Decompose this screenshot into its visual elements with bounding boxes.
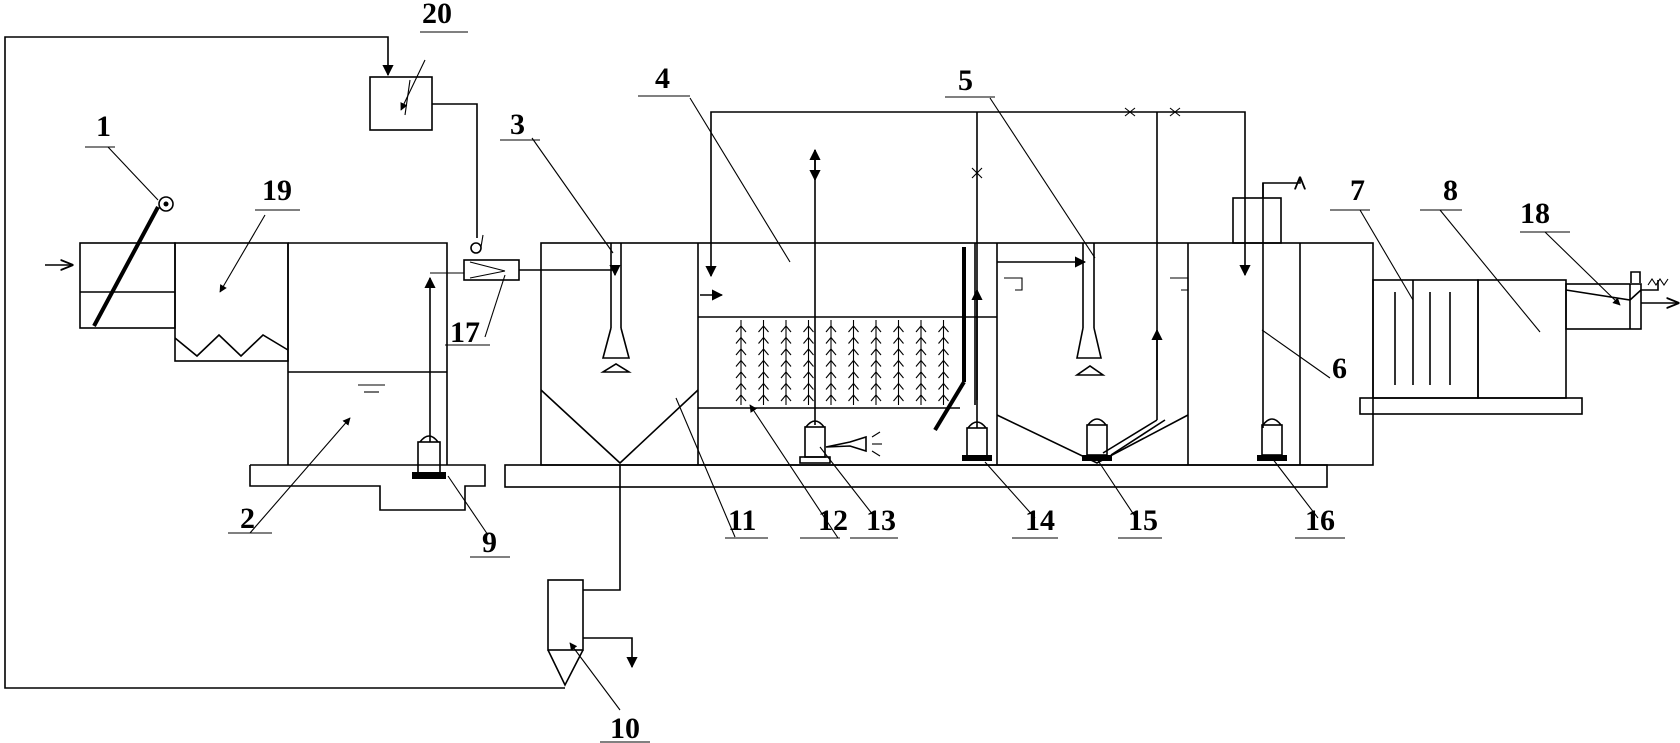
media-string <box>870 320 882 405</box>
pump-15: 15 <box>1082 107 1181 539</box>
settler-3-inlet: 3 <box>500 108 632 373</box>
label-20: 20 <box>422 0 452 30</box>
label-4: 4 <box>655 62 670 95</box>
media-string <box>735 320 747 405</box>
dosing-box-20: 20 <box>369 0 478 238</box>
sludge-hopper-11: 11 <box>675 397 768 539</box>
recirculation-line <box>700 111 1251 301</box>
media-string <box>825 320 837 405</box>
sludge-hopper-10: 10 <box>547 465 650 743</box>
main-treatment-tank <box>504 242 1374 488</box>
media-string <box>915 320 927 405</box>
disinfection-18: 18 <box>1520 197 1678 330</box>
biofilm-media-12: 12 <box>735 320 949 539</box>
label-18: 18 <box>1520 197 1550 230</box>
bar-screen-1: 1 <box>45 110 176 329</box>
label-12: 12 <box>818 504 848 537</box>
media-string <box>758 320 769 405</box>
sludge-return-line <box>4 36 565 689</box>
clear-water-tank-6: 16 6 <box>1232 178 1347 539</box>
label-1: 1 <box>96 110 111 143</box>
label-17: 17 <box>450 316 480 349</box>
label-11: 11 <box>728 504 756 537</box>
filter-7: 7 <box>1330 174 1583 415</box>
pump-14: 14 <box>962 112 1058 539</box>
label-19: 19 <box>262 174 292 207</box>
label-10: 10 <box>610 712 640 743</box>
media-string <box>780 320 792 405</box>
label-7: 7 <box>1350 174 1365 207</box>
aerator-13: 13 <box>799 148 898 539</box>
tank-8: 8 <box>1420 174 1567 399</box>
label-3: 3 <box>510 108 525 141</box>
baffle <box>933 243 976 432</box>
anoxic-tank-4: 4 <box>638 62 791 263</box>
media-string <box>848 320 859 405</box>
label-16: 16 <box>1305 504 1335 537</box>
secondary-settler-5: 5 <box>945 64 1189 376</box>
label-15: 15 <box>1128 504 1158 537</box>
mixer-17: 17 <box>445 234 621 349</box>
label-14: 14 <box>1025 504 1055 537</box>
label-5: 5 <box>958 64 973 97</box>
label-6: 6 <box>1332 352 1347 385</box>
label-8: 8 <box>1443 174 1458 207</box>
regulating-tank-19: 19 <box>174 174 300 362</box>
label-9: 9 <box>482 526 497 559</box>
label-13: 13 <box>866 504 896 537</box>
label-2: 2 <box>240 502 255 535</box>
media-string <box>893 320 904 405</box>
media-string <box>803 320 814 405</box>
equalization-tank-2: 2 <box>228 242 486 535</box>
lift-pump-9: 9 <box>412 272 510 559</box>
media-string <box>938 320 949 405</box>
